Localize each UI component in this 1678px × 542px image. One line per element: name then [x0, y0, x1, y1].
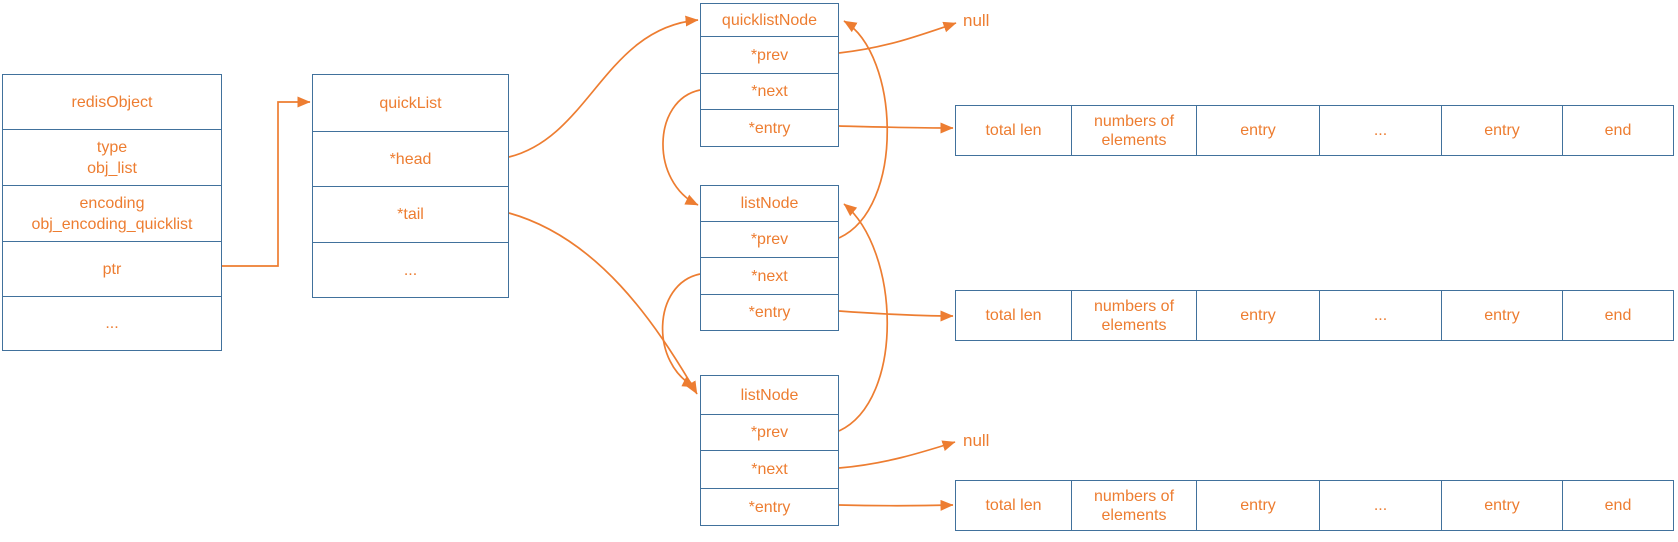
ziplist-3: total len numbers of elements entry ... …	[955, 480, 1674, 531]
arrow-listnode-1-entry-to-ziplist-2	[838, 310, 954, 322]
listnode-1-row-prev: *prev	[701, 221, 838, 257]
ziplist-3-cell-entry-a: entry	[1196, 481, 1319, 530]
arrow-listnode-1-prev-to-quicklistnode	[838, 20, 889, 239]
listnode-2-box: listNode *prev *next *entry	[700, 375, 839, 526]
null-label-bottom: null	[963, 431, 990, 450]
null-label-top: null	[963, 11, 990, 30]
arrow-listnode-2-entry-to-ziplist-3	[838, 499, 954, 511]
ziplist-3-cell-numbers: numbers of elements	[1071, 481, 1196, 530]
ziplist-3-cell-end: end	[1562, 481, 1673, 530]
listnode-2-title-row: listNode	[701, 376, 838, 414]
ziplist-1-cell-total-len: total len	[985, 122, 1042, 139]
arrow-quicklistnode-entry-to-ziplist-1	[838, 122, 954, 134]
arrow-ptr-to-quicklist	[222, 96, 311, 267]
arrow-listnode-2-prev-to-listnode-1	[838, 203, 889, 432]
redis-object-title: redisObject	[71, 93, 153, 111]
quicklist-box: quickList *head *tail ...	[312, 74, 509, 298]
ziplist-2-cell-numbers: numbers of elements	[1071, 291, 1196, 340]
listnode-2-row-next: *next	[701, 450, 838, 488]
redis-object-row-encoding: encoding obj_encoding_quicklist	[3, 185, 221, 241]
ziplist-1-cell-numbers: numbers of elements	[1071, 106, 1196, 155]
listnode-2-row-prev: *prev	[701, 414, 838, 450]
quicklist-title: quickList	[379, 94, 442, 112]
quicklist-title-row: quickList	[313, 75, 508, 131]
arrow-head-to-quicklistnode	[508, 15, 699, 158]
quicklist-row-ellipsis: ...	[313, 242, 508, 297]
arrow-tail-to-listnode-2	[508, 212, 698, 395]
redis-object-row-ellipsis: ...	[3, 296, 221, 350]
redis-object-row-type: type obj_list	[3, 129, 221, 185]
ziplist-1-cell-entry-b: entry	[1441, 106, 1562, 155]
arrow-quicklistnode-next-to-listnode-1	[662, 89, 701, 206]
ziplist-2-cell-end: end	[1562, 291, 1673, 340]
listnode-2-row-entry: *entry	[701, 488, 838, 525]
quicklistnode-box: quicklistNode *prev *next *entry	[700, 3, 839, 147]
listnode-1-row-next: *next	[701, 257, 838, 294]
ziplist-2-cell-total-len: total len	[985, 307, 1042, 324]
quicklistnode-title: quicklistNode	[721, 11, 818, 29]
arrow-quicklistnode-prev-to-null	[838, 21, 957, 54]
ziplist-2-cell-ellipsis: ...	[1319, 291, 1441, 340]
arrow-listnode-2-next-to-null	[838, 440, 956, 469]
ziplist-2-cell-entry-b: entry	[1441, 291, 1562, 340]
listnode-1-title: listNode	[740, 195, 799, 212]
quicklistnode-title-row: quicklistNode	[701, 4, 838, 36]
ziplist-3-cell-total-len: total len	[985, 497, 1042, 514]
listnode-1-row-entry: *entry	[701, 294, 838, 330]
ziplist-2-cell-entry-a: entry	[1196, 291, 1319, 340]
quicklistnode-row-entry: *entry	[701, 109, 838, 146]
listnode-1-box: listNode *prev *next *entry	[700, 185, 839, 331]
quicklistnode-row-prev: *prev	[701, 36, 838, 73]
ziplist-1: total len numbers of elements entry ... …	[955, 105, 1674, 156]
ziplist-3-cell-ellipsis: ...	[1319, 481, 1441, 530]
ziplist-3-cell-entry-b: entry	[1441, 481, 1562, 530]
listnode-2-title: listNode	[740, 386, 799, 404]
quicklistnode-row-next: *next	[701, 73, 838, 109]
ziplist-1-cell-entry-a: entry	[1196, 106, 1319, 155]
quicklist-row-head: *head	[313, 131, 508, 186]
ziplist-2: total len numbers of elements entry ... …	[955, 290, 1674, 341]
ziplist-1-cell-ellipsis: ...	[1319, 106, 1441, 155]
redis-object-row-ptr: ptr	[3, 241, 221, 296]
redis-object-title-row: redisObject	[3, 75, 221, 129]
ziplist-1-cell-end: end	[1562, 106, 1673, 155]
quicklist-row-tail: *tail	[313, 186, 508, 242]
redis-object-box: redisObject type obj_list encoding obj_e…	[2, 74, 222, 351]
arrow-listnode-1-next-to-listnode-2	[661, 273, 701, 388]
listnode-1-title-row: listNode	[701, 186, 838, 221]
